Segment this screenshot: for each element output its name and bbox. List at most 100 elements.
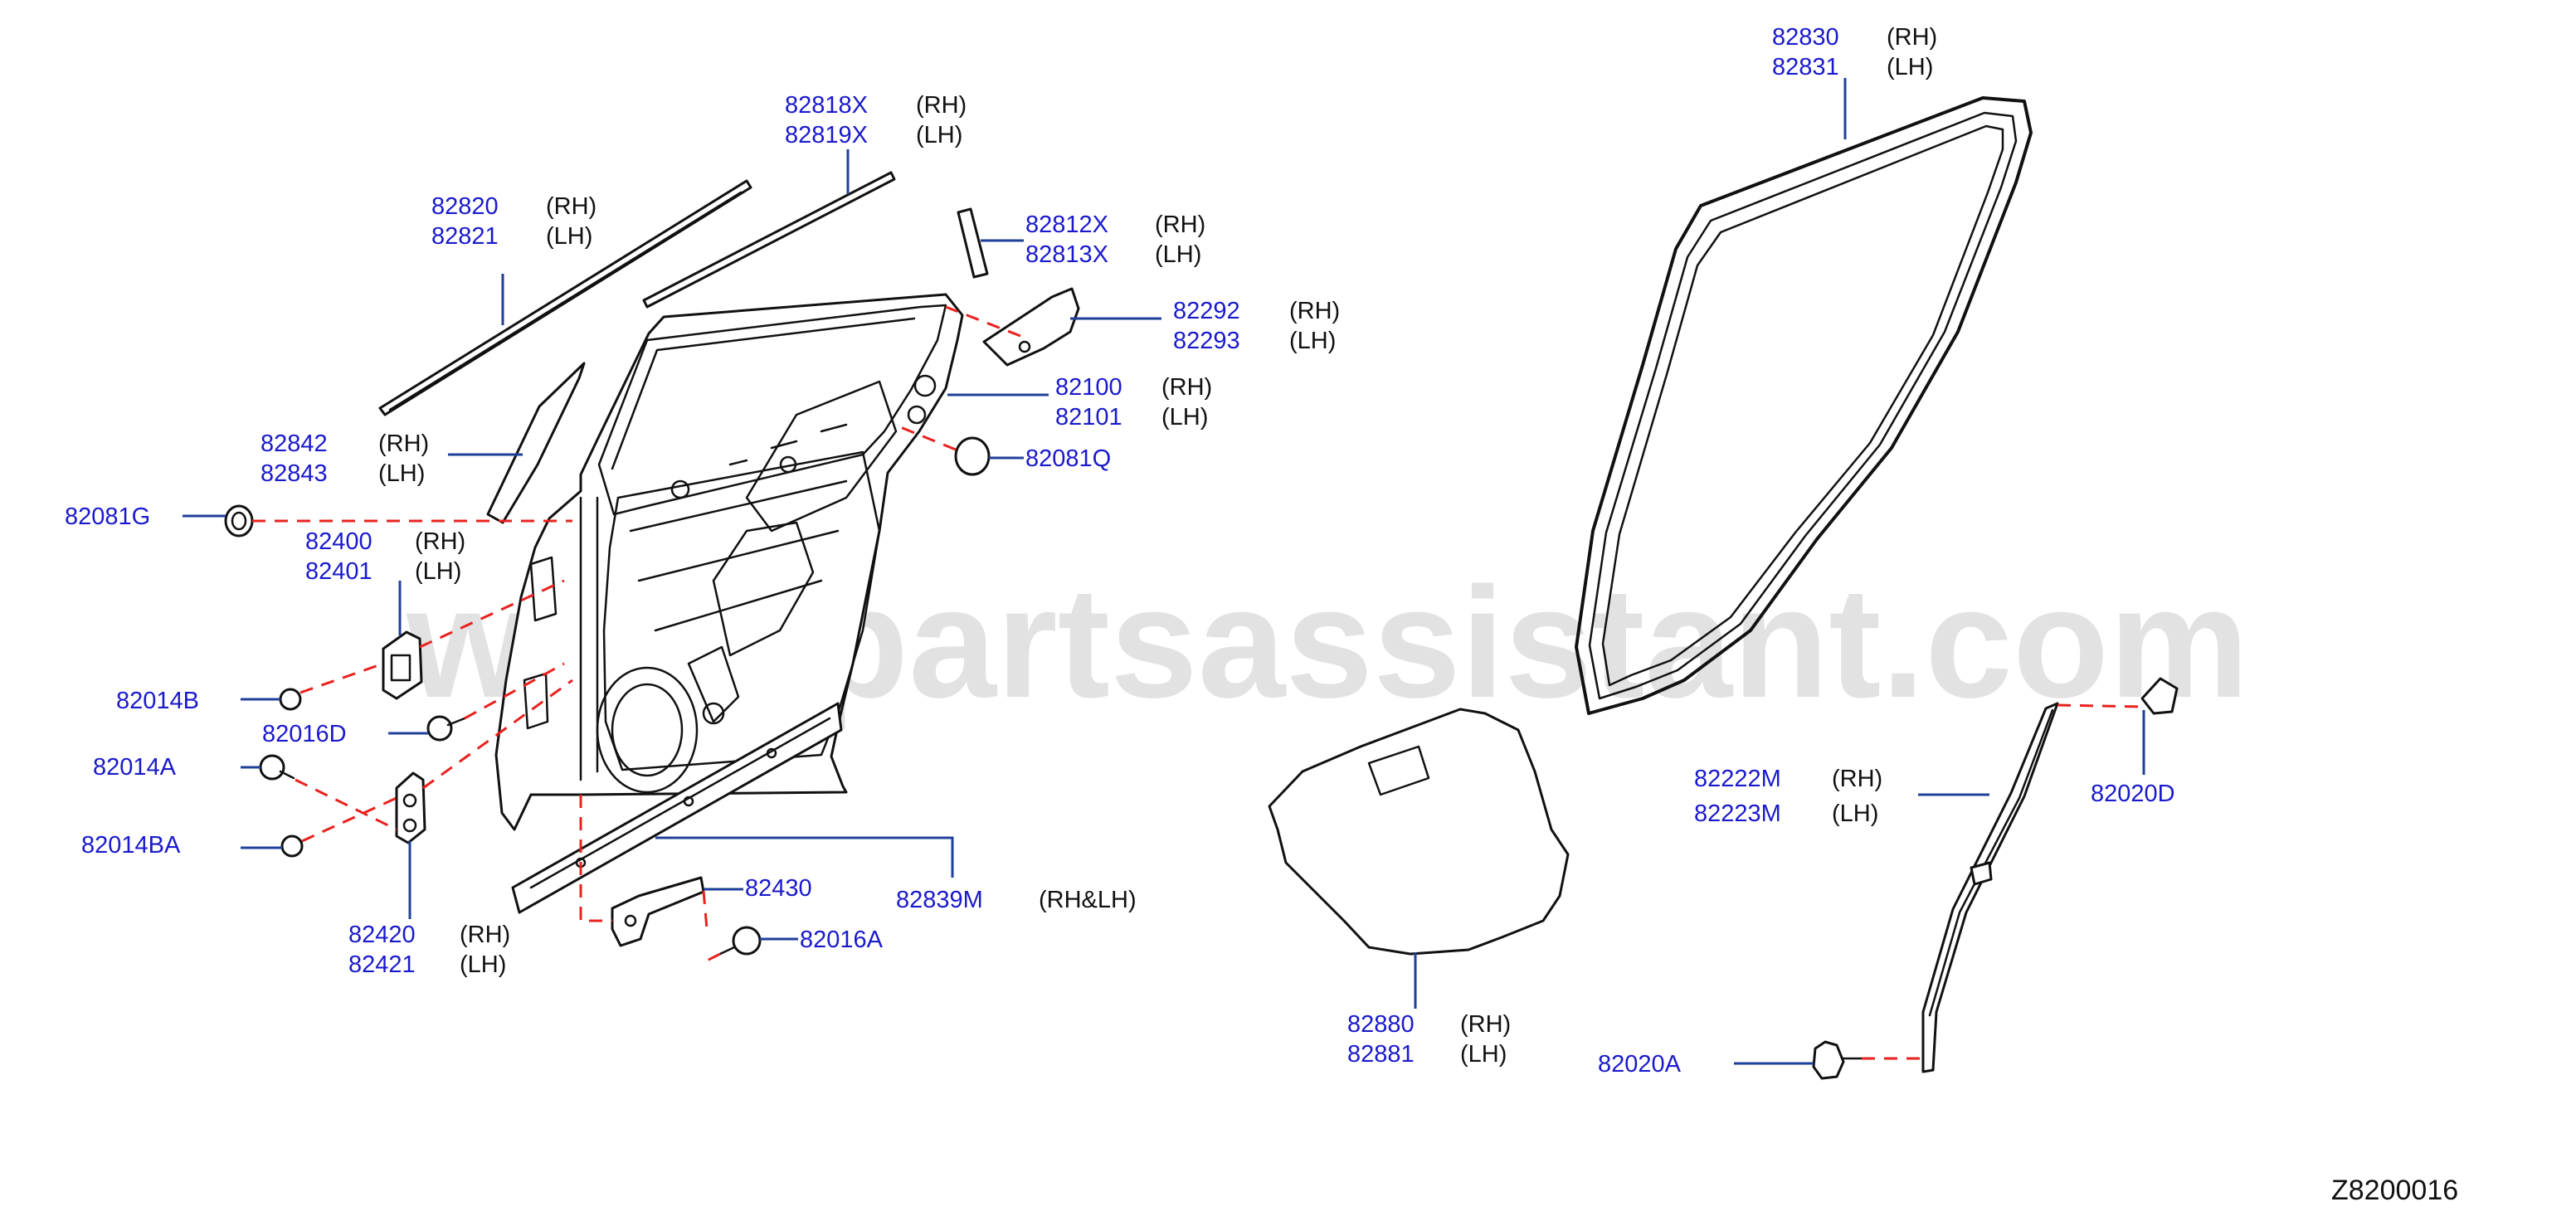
side-label-rh: (RH) [916, 92, 967, 119]
door-lock-82400[interactable] [382, 630, 423, 700]
part-number-rh[interactable]: 82880 [1347, 1011, 1415, 1038]
callout-82818[interactable]: 82818X 82819X (RH) (LH) [785, 92, 967, 148]
callout-82014ba[interactable]: 82014BA [81, 832, 181, 859]
ref-line-82020d [2057, 703, 2143, 708]
ref-line-82081q [894, 423, 957, 451]
callout-82830[interactable]: 82830 82831 (RH) (LH) [1772, 24, 1937, 80]
part-number-lh[interactable]: 82293 [1173, 328, 1240, 354]
callout-82820[interactable]: 82820 82821 (RH) (LH) [431, 193, 597, 250]
part-number-rh[interactable]: 82820 [431, 193, 499, 220]
callout-82020d[interactable]: 82020D [2091, 781, 2175, 807]
callout-82812[interactable]: 82812X 82813X (RH) (LH) [1025, 212, 1205, 268]
part-number-lh[interactable]: 82819X [785, 122, 868, 148]
ref-line-82016d [464, 662, 565, 720]
side-label-lh: (LH) [1460, 1041, 1507, 1068]
callout-82222[interactable]: 82222M 82223M (RH) (LH) [1694, 766, 1882, 827]
part-number-lh[interactable]: 82821 [431, 223, 499, 250]
ref-line-82016a [702, 890, 721, 964]
part-number-rh[interactable]: 82400 [305, 528, 373, 555]
side-label-rh: (RH) [378, 431, 429, 457]
side-label-lh: (LH) [546, 223, 592, 250]
callout-82430[interactable]: 82430 [745, 875, 812, 902]
nut-82014ba[interactable] [280, 834, 304, 858]
bolt-82016a[interactable] [718, 926, 762, 956]
part-number-rh[interactable]: 82830 [1772, 24, 1839, 51]
side-label-rh: (RH) [1289, 298, 1340, 324]
part-number-lh[interactable]: 82831 [1772, 54, 1839, 80]
callout-82014b[interactable]: 82014B [116, 688, 199, 714]
nut-82014b[interactable] [279, 688, 302, 711]
side-label-rh: (RH) [1161, 374, 1212, 401]
window-moulding-82818x[interactable] [642, 171, 896, 309]
door-hinge-82420[interactable] [395, 771, 426, 844]
bracket-82292[interactable] [982, 287, 1080, 367]
side-label: (RH&LH) [1039, 887, 1137, 913]
callout-82081g[interactable]: 82081G [65, 504, 150, 530]
part-number-lh[interactable]: 82223M [1694, 800, 1781, 827]
door-weatherstrip-82830[interactable] [1575, 96, 2033, 715]
part-number-rh[interactable]: 82818X [785, 92, 868, 119]
part-number-lh[interactable]: 82101 [1055, 404, 1122, 431]
side-label-rh: (RH) [1887, 24, 1937, 51]
side-label-lh: (LH) [916, 122, 962, 148]
part-number-rh[interactable]: 82812X [1025, 212, 1108, 238]
callout-82020a[interactable]: 82020A [1598, 1051, 1682, 1078]
ref-line-82014b [299, 579, 565, 694]
sill-moulding-82839m[interactable] [511, 702, 843, 914]
part-number-lh[interactable]: 82843 [261, 460, 328, 487]
sash-seal-82812x[interactable] [957, 207, 989, 279]
sealing-screen-82880[interactable] [1268, 708, 1570, 956]
side-label-lh: (LH) [1832, 800, 1878, 827]
part-number-lh[interactable]: 82401 [305, 558, 373, 585]
side-label-rh: (RH) [1155, 212, 1205, 238]
callout-82880[interactable]: 82880 82881 (RH) (LH) [1347, 1011, 1511, 1068]
ref-line-82014ba [301, 679, 573, 843]
callout-82014a[interactable]: 82014A [93, 754, 177, 781]
clip-82020a[interactable] [1812, 1040, 1863, 1080]
part-number-lh[interactable]: 82881 [1347, 1041, 1415, 1068]
part-number-lh[interactable]: 82813X [1025, 241, 1108, 268]
side-label-lh: (LH) [1155, 241, 1201, 268]
callout-82842[interactable]: 82842 82843 (RH) (LH) [261, 431, 429, 487]
window-sash-82222m[interactable] [1921, 702, 2059, 1073]
side-label-lh: (LH) [1887, 54, 1933, 80]
part-number-lh[interactable]: 82421 [348, 951, 416, 978]
side-label-lh: (LH) [1289, 328, 1336, 354]
part-number-rh[interactable]: 82100 [1055, 374, 1122, 401]
callout-82292[interactable]: 82292 82293 (RH) (LH) [1173, 298, 1340, 354]
part-number[interactable]: 82839M [896, 887, 983, 913]
side-label-rh: (RH) [415, 528, 465, 555]
bolt-82016d[interactable] [426, 715, 466, 742]
side-label-rh: (RH) [546, 193, 597, 220]
door-panel-82100[interactable] [494, 293, 964, 831]
partition-seal-82842[interactable] [486, 362, 586, 524]
part-number-rh[interactable]: 82222M [1694, 766, 1781, 792]
callout-82016a[interactable]: 82016A [800, 927, 884, 953]
ref-line-hinge-check [579, 795, 612, 922]
grommet-82081g[interactable] [224, 504, 254, 538]
outer-weatherstrip-82820[interactable] [378, 179, 752, 416]
ref-line-82014a [295, 778, 397, 831]
part-number-rh[interactable]: 82842 [261, 431, 328, 457]
callout-82100[interactable]: 82100 82101 (RH) (LH) [1055, 374, 1212, 431]
callout-82016d[interactable]: 82016D [262, 721, 347, 747]
side-label-lh: (LH) [415, 558, 461, 585]
side-label-rh: (RH) [1832, 766, 1882, 792]
plug-82081q[interactable] [954, 436, 991, 476]
side-label-rh: (RH) [1460, 1011, 1511, 1038]
leader-82839m [655, 836, 954, 878]
side-label-rh: (RH) [460, 922, 510, 948]
callout-82400[interactable]: 82400 82401 (RH) (LH) [305, 528, 465, 585]
diagram-code: Z8200016 [2331, 1175, 2458, 1206]
clip-82020d[interactable] [2140, 677, 2179, 715]
door-check-82430[interactable] [611, 876, 705, 947]
part-number-rh[interactable]: 82420 [348, 922, 416, 948]
callout-82420[interactable]: 82420 82421 (RH) (LH) [348, 922, 510, 978]
bolt-82014a[interactable] [259, 754, 295, 781]
part-number-rh[interactable]: 82292 [1173, 298, 1240, 324]
side-label-lh: (LH) [378, 460, 425, 487]
callout-82081q[interactable]: 82081Q [1025, 445, 1111, 472]
side-label-lh: (LH) [460, 951, 506, 978]
callout-82839m[interactable]: 82839M (RH&LH) [896, 887, 1137, 913]
side-label-lh: (LH) [1161, 404, 1208, 431]
